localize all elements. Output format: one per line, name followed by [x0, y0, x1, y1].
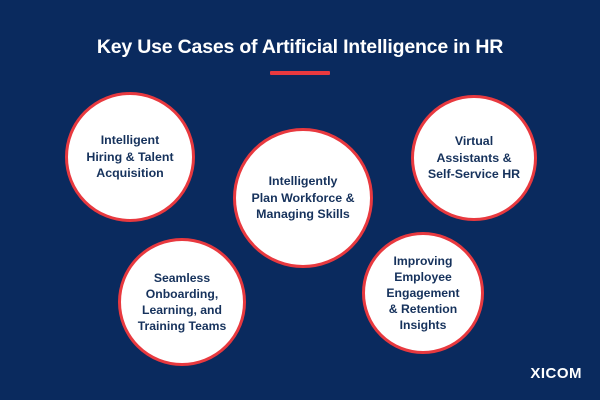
- page-title: Key Use Cases of Artificial Intelligence…: [96, 36, 504, 58]
- use-case-label: Intelligently Plan Workforce & Managing …: [251, 174, 355, 222]
- use-case-label: Seamless Onboarding, Learning, and Train…: [137, 270, 227, 334]
- brand-logo-text: XICOM: [530, 365, 582, 382]
- brand-logo: XICOM: [530, 365, 582, 382]
- use-case-label: Improving Employee Engagement & Retentio…: [386, 253, 460, 333]
- use-case-circle-employee-engagement: Improving Employee Engagement & Retentio…: [362, 232, 484, 354]
- title-block: Key Use Cases of Artificial Intelligence…: [0, 36, 600, 76]
- use-case-label: Intelligent Hiring & Talent Acquisition: [86, 133, 174, 181]
- title-underline-divider: [270, 71, 330, 76]
- use-case-circle-plan-workforce: Intelligently Plan Workforce & Managing …: [233, 128, 373, 268]
- use-case-circle-intelligent-hiring: Intelligent Hiring & Talent Acquisition: [65, 92, 195, 222]
- use-case-label: Virtual Assistants & Self-Service HR: [427, 134, 521, 182]
- use-case-circle-virtual-assistants: Virtual Assistants & Self-Service HR: [411, 95, 537, 221]
- use-case-circle-seamless-onboarding: Seamless Onboarding, Learning, and Train…: [118, 238, 246, 366]
